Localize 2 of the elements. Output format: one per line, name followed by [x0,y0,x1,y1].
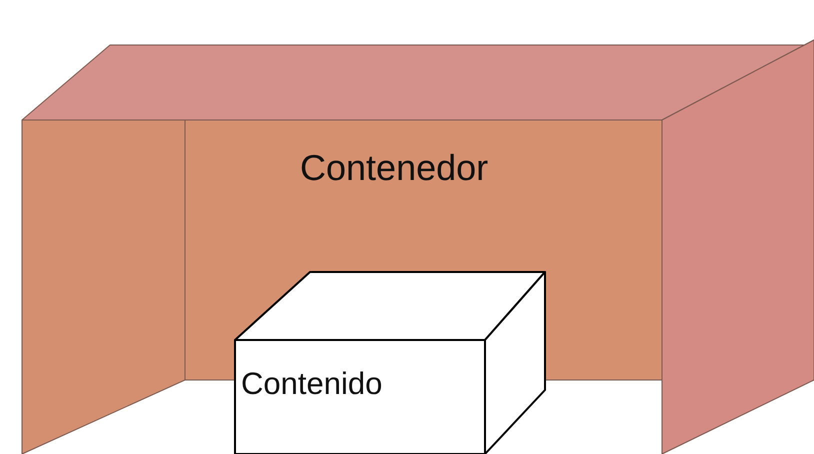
box-label: Contenido [241,368,382,399]
container-label: Contenedor [300,150,488,186]
